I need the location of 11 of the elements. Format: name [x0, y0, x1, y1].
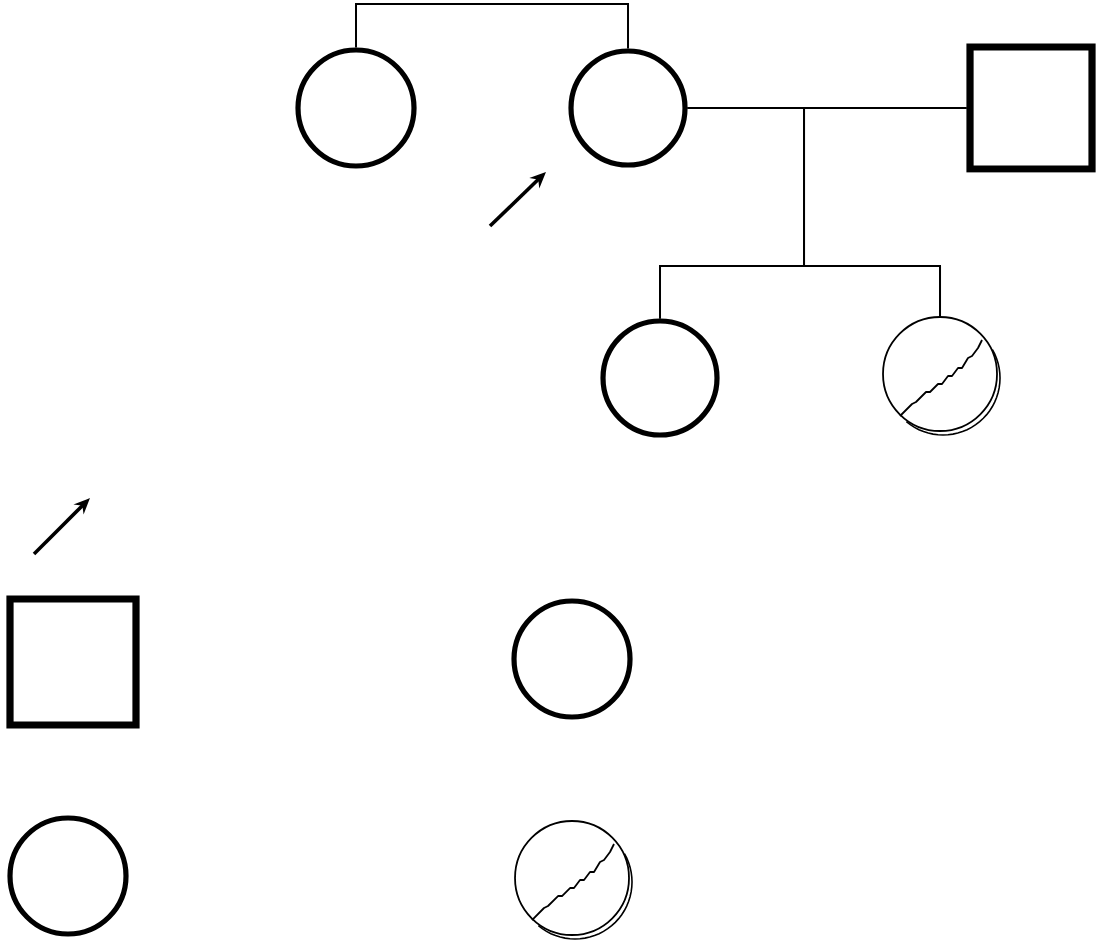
square-symbol	[6, 595, 140, 729]
circle-symbol	[295, 47, 417, 169]
hatched-circle-symbol	[514, 820, 633, 940]
connector-line	[803, 107, 968, 318]
circle-symbol	[600, 318, 720, 438]
circle-symbol	[568, 48, 688, 168]
hatched-circle-symbol	[882, 316, 1001, 436]
connector-line	[355, 3, 629, 50]
square-symbol	[966, 43, 1096, 173]
circle-symbol	[511, 598, 633, 720]
circle-symbol	[7, 815, 129, 937]
